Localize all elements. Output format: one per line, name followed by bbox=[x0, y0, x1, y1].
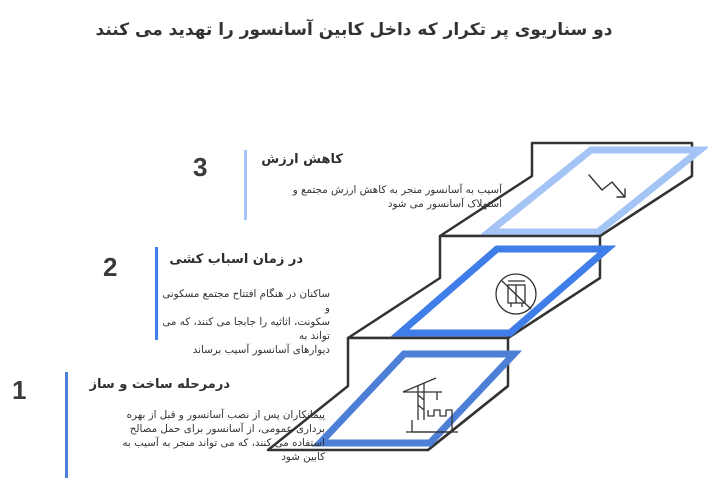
step-1-accent-bar bbox=[65, 372, 68, 478]
step-3-heading: کاهش ارزش bbox=[261, 152, 343, 167]
declining-trend-icon bbox=[588, 174, 626, 198]
construction-crane-icon bbox=[402, 377, 458, 433]
step-2-accent-bar bbox=[155, 247, 158, 340]
step-2-line-1: ساکنان در هنگام افتتاح مجتمع مسکونی و bbox=[162, 288, 330, 314]
step-1-line-3: استفاده می کنند، که می تواند منجر به آسی… bbox=[122, 437, 325, 449]
step-3-description: آسیب به آسانسور منجر به کاهش ارزش مجتمع … bbox=[252, 183, 502, 211]
step-2-heading: در زمان اسباب کشی bbox=[169, 252, 303, 267]
step-1-heading: درمرحله ساخت و ساز bbox=[89, 377, 230, 392]
step-3-block bbox=[438, 141, 708, 238]
step-1-block bbox=[266, 336, 523, 452]
step-3-line-2: استهلاک آسانسور می شود bbox=[387, 198, 502, 210]
step-3-line-1: آسیب به آسانسور منجر به کاهش ارزش مجتمع … bbox=[292, 184, 502, 196]
step-1-description: پیمانکاران پس از نصب آسانسور و قبل از به… bbox=[75, 408, 325, 464]
step-2-line-2: سکونت، اثاثیه را جابجا می کنند، که می تو… bbox=[162, 316, 330, 342]
step-2-line-3: دیوارهای آسانسور آسیب برساند bbox=[192, 344, 330, 356]
step-1-line-1: پیمانکاران پس از نصب آسانسور و قبل از به… bbox=[126, 409, 325, 421]
step-2-block bbox=[346, 234, 617, 340]
step-1-line-4: کابین شود bbox=[281, 451, 325, 463]
step-2-description: ساکنان در هنگام افتتاح مجتمع مسکونی و سک… bbox=[158, 287, 330, 357]
step-3-accent-bar bbox=[244, 150, 247, 220]
step-1-number: 1 bbox=[12, 375, 27, 405]
step-3-number: 3 bbox=[193, 152, 208, 182]
no-furniture-icon bbox=[495, 273, 537, 315]
step-2-number: 2 bbox=[103, 252, 118, 282]
diagram-title: دو سناریوی پر تکرار که داخل کابین آسانسو… bbox=[95, 20, 613, 40]
step-1-line-2: برداری عمومی، از آسانسور برای حمل مصالح bbox=[129, 423, 325, 435]
